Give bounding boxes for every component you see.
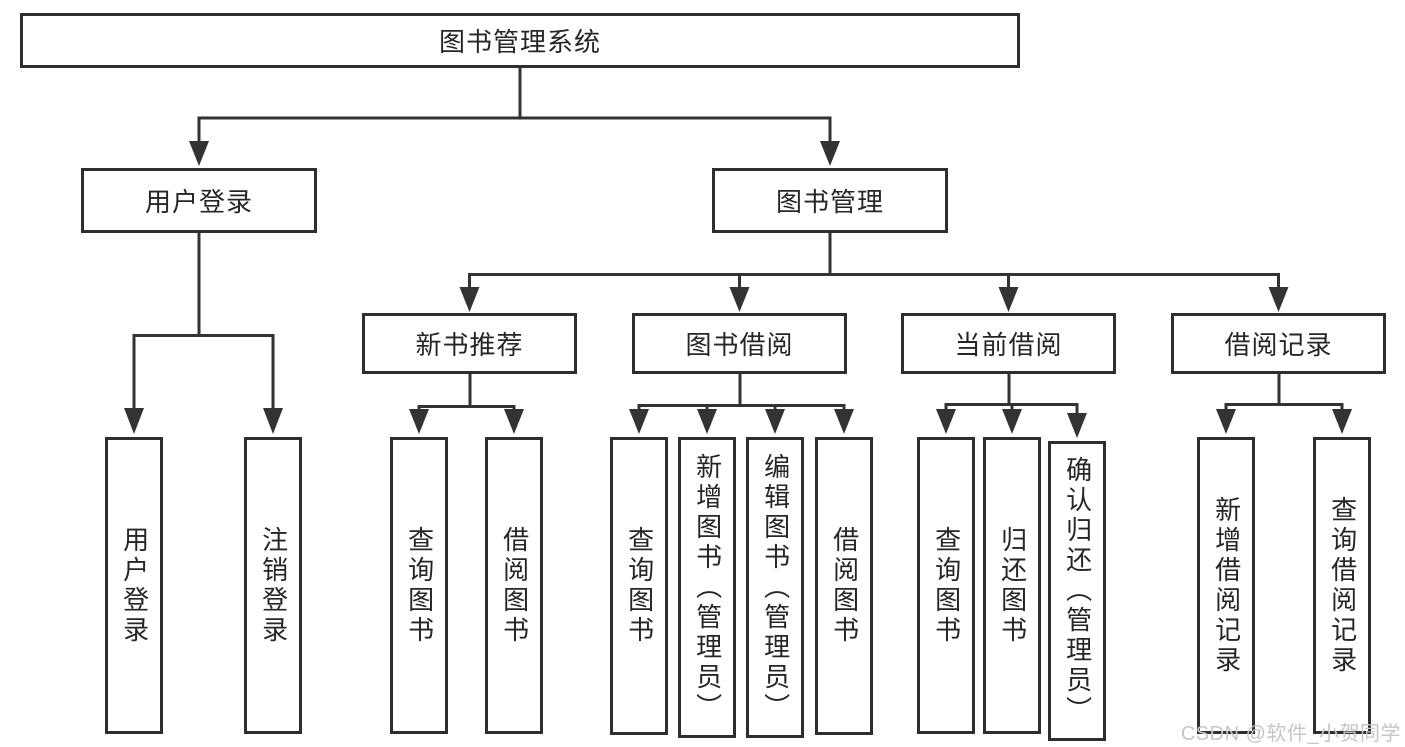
leaf-label: 借阅图书 — [499, 525, 530, 646]
csdn-watermark: CSDN @软件_小贺同学 — [1180, 723, 1401, 745]
leaf-user-login: 用户登录 — [105, 437, 163, 734]
node-current-borrow: 当前借阅 — [901, 313, 1116, 374]
leaf-label: 注销登录 — [258, 525, 289, 646]
leaf-label: 确认归还（管理员） — [1062, 456, 1093, 726]
leaf-label: 查询图书 — [404, 525, 435, 646]
node-user-login: 用户登录 — [81, 168, 317, 233]
leaf-return-books: 归还图书 — [983, 437, 1041, 734]
node-borrow-records: 借阅记录 — [1171, 313, 1386, 374]
leaf-confirm-return-admin: 确认归还（管理员） — [1048, 441, 1106, 741]
leaf-label: 查询借阅记录 — [1327, 495, 1358, 676]
leaf-add-borrow-record: 新增借阅记录 — [1197, 437, 1255, 734]
node-new-book-recommend: 新书推荐 — [362, 313, 577, 374]
leaf-label: 编辑图书（管理员） — [760, 452, 791, 723]
leaf-borrow-books: 借阅图书 — [815, 437, 873, 735]
leaf-label: 归还图书 — [997, 525, 1028, 646]
leaf-query-borrow-record: 查询借阅记录 — [1313, 437, 1371, 734]
leaf-label: 查询图书 — [931, 525, 962, 646]
node-book-borrow: 图书借阅 — [632, 313, 847, 374]
leaf-logout: 注销登录 — [244, 437, 302, 734]
node-root: 图书管理系统 — [20, 13, 1020, 68]
leaf-edit-books-admin: 编辑图书（管理员） — [746, 437, 804, 738]
leaf-label: 新增图书（管理员） — [692, 452, 723, 723]
node-book-management: 图书管理 — [712, 168, 948, 233]
leaf-add-books-admin: 新增图书（管理员） — [678, 437, 736, 738]
leaf-label: 用户登录 — [119, 525, 150, 646]
leaf-recommend-query-books: 查询图书 — [390, 437, 448, 734]
leaf-recommend-borrow-books: 借阅图书 — [485, 437, 543, 734]
leaf-label: 查询图书 — [624, 526, 655, 646]
leaf-borrow-query-books: 查询图书 — [610, 437, 668, 735]
leaf-label: 借阅图书 — [829, 526, 860, 646]
leaf-current-query-books: 查询图书 — [917, 437, 975, 734]
leaf-label: 新增借阅记录 — [1211, 495, 1242, 676]
